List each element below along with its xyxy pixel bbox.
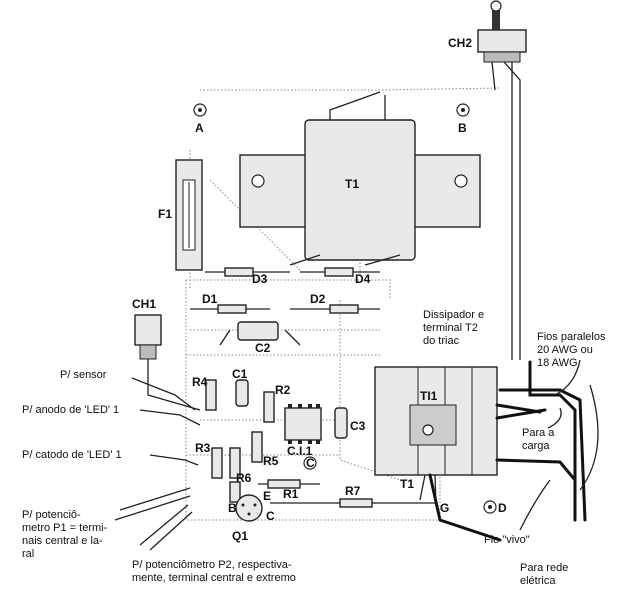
arc-carga [547,407,562,429]
label-e-pin: E [263,489,271,503]
mounting-hole-a [193,103,207,117]
label-c-pin: C [266,509,275,523]
heatsink-triac [374,366,498,506]
note-p1-1: P/ potenciô- [22,509,81,521]
label-q1: Q1 [232,529,248,543]
transistor-q1 [235,494,263,522]
note-parallel-1: Fios paralelos [537,331,606,343]
capacitor-c2 [219,321,301,346]
arc-load [579,384,599,491]
ic-ci1 [284,404,322,470]
label-t1-pin: T1 [400,477,414,491]
wire-sensor [131,377,196,411]
resistor-r7 [270,498,435,508]
arc-live [519,479,551,531]
transformer-t1 [239,91,481,266]
note-p1-3: nais central e la- [22,535,103,547]
label-ci1: C.I.1 [287,444,313,458]
diode-d3 [205,267,290,277]
triac-lead [428,473,502,542]
note-heatsink-2: terminal T2 [423,322,478,334]
note-heatsink-1: Dissipador e [423,309,484,321]
label-d1: D1 [202,292,218,306]
note-load-1: Para a [522,427,555,439]
wire-p2 [139,504,193,551]
arc-parallel [554,359,581,396]
resistor-r1 [258,479,320,489]
mounting-hole-d [483,500,497,514]
label-r6: R6 [236,471,252,485]
label-r7: R7 [345,484,361,498]
label-r3: R3 [195,441,211,455]
live-wire [528,360,577,522]
note-mains-1: Para rede [520,562,568,574]
board-outline [185,279,441,521]
note-p2-1: P/ potenciômetro P2, respectiva- [132,559,292,571]
label-r2: R2 [275,383,291,397]
fuse-f1 [175,159,203,271]
label-d: D [498,501,507,515]
label-triac: TI1 [420,389,438,403]
note-parallel-2: 20 AWG ou [537,344,593,356]
label-ch2: CH2 [448,36,472,50]
label-d3: D3 [252,272,268,286]
label-ch1: CH1 [132,297,156,311]
switch-ch1 [134,314,201,411]
resistor-r3b [229,447,241,479]
ch2-leads [491,61,521,360]
resistor-r6 [229,481,241,503]
label-b: B [458,121,467,135]
label-c2: C2 [255,341,271,355]
note-cathode: P/ catodo de 'LED' 1 [22,449,122,461]
label-r4: R4 [192,375,208,389]
label-d4: D4 [355,272,371,286]
label-c3: C3 [350,419,366,433]
note-p1-4: ral [22,548,34,560]
note-parallel-3: 18 AWG [537,357,578,369]
parallel-wire [498,388,587,522]
note-p1-2: metro P1 = termi- [22,522,108,534]
label-c: C [306,456,315,470]
label-g: G [440,501,449,515]
capacitor-c3 [334,407,348,439]
label-a: A [195,121,204,135]
resistor-r5 [251,431,263,463]
mounting-hole-b [456,103,470,117]
resistor-r4 [205,379,217,411]
label-c1: C1 [232,367,248,381]
resistor-r2 [263,391,275,423]
resistor-r3 [211,447,223,479]
note-load-2: carga [522,440,550,452]
note-anode: P/ anodo de 'LED' 1 [22,404,119,416]
label-r1: R1 [283,487,299,501]
wire-p1 [114,487,191,521]
note-mains-2: elétrica [520,575,556,587]
note-p2-2: mente, terminal central e extremo [132,572,296,584]
wire-cathode [149,454,199,466]
diode-d2 [290,304,380,314]
switch-ch2 [477,0,527,63]
note-heatsink-3: do triac [423,335,460,347]
wire-anode [139,409,201,426]
label-r5: R5 [263,454,279,468]
diode-d1 [190,304,270,314]
capacitor-c1 [235,379,249,407]
label-t1: T1 [345,177,359,191]
note-sensor: P/ sensor [60,369,107,381]
label-f1: F1 [158,207,172,221]
diode-d4 [300,267,380,277]
mains-wire [495,458,577,522]
label-b-pin: B [228,501,237,515]
label-d2: D2 [310,292,326,306]
load-wire [495,403,547,420]
note-live: Fio "vivo" [484,534,530,546]
